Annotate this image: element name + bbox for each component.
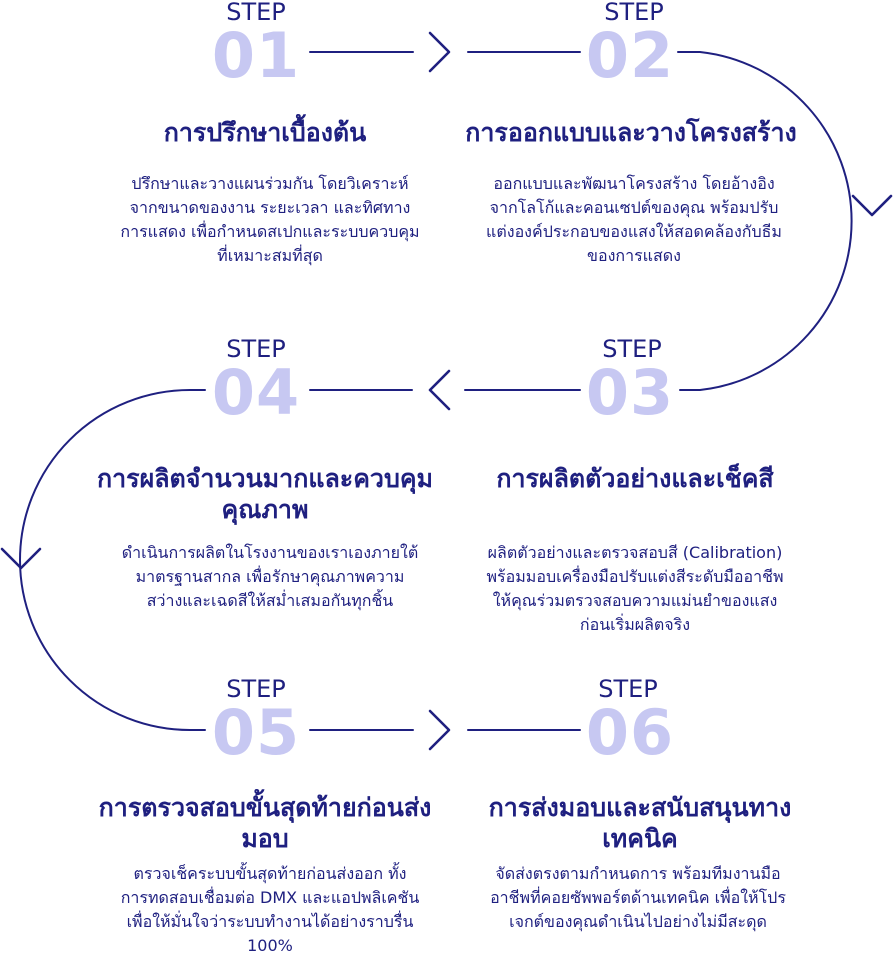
step-number: 05 [211, 696, 301, 769]
step-title: การออกแบบและวางโครงสร้าง [465, 118, 797, 147]
chevron-right-icon [428, 709, 451, 751]
step-title: การผลิตตัวอย่างและเช็คสี [496, 464, 774, 493]
step-label: STEP [602, 335, 662, 363]
step-label: STEP [226, 335, 286, 363]
step-title: การส่งมอบและสนับสนุนทางเทคนิค [488, 793, 792, 853]
step-number: 04 [211, 356, 301, 429]
step-description: ปรึกษาและวางแผนร่วมกัน โดยวิเคราะห์จากขน… [120, 174, 420, 265]
step-label: STEP [226, 675, 286, 703]
chevron-left-icon [428, 369, 451, 411]
chevron-down-icon [0, 547, 42, 570]
step-description: ออกแบบและพัฒนาโครงสร้าง โดยอ้างอิงจากโลโ… [486, 174, 782, 265]
step-description: ตรวจเช็คระบบขั้นสุดท้ายก่อนส่งออก ทั้งกา… [120, 864, 420, 955]
step-title: การตรวจสอบขั้นสุดท้ายก่อนส่งมอบ [98, 793, 432, 853]
step-title: การผลิตจำนวนมากและควบคุมคุณภาพ [96, 464, 434, 524]
step-description: จัดส่งตรงตามกำหนดการ พร้อมทีมงานมืออาชีพ… [490, 864, 786, 931]
step-description: ผลิตตัวอย่างและตรวจสอบสี (Calibration) พ… [486, 543, 784, 634]
step-number: 01 [211, 19, 301, 92]
step-description: ดำเนินการผลิตในโรงงานของเราเองภายใต้มาตร… [121, 543, 419, 610]
step-label: STEP [604, 0, 664, 26]
step-title: การปรึกษาเบื้องต้น [163, 118, 367, 147]
connector-curve [19, 389, 206, 731]
step-label: STEP [598, 675, 658, 703]
chevron-down-icon [851, 194, 893, 217]
connector-curve [677, 51, 853, 391]
step-number: 03 [585, 356, 675, 429]
step-label: STEP [226, 0, 286, 26]
chevron-right-icon [428, 31, 451, 73]
step-number: 06 [585, 696, 675, 769]
step-number: 02 [585, 19, 675, 92]
